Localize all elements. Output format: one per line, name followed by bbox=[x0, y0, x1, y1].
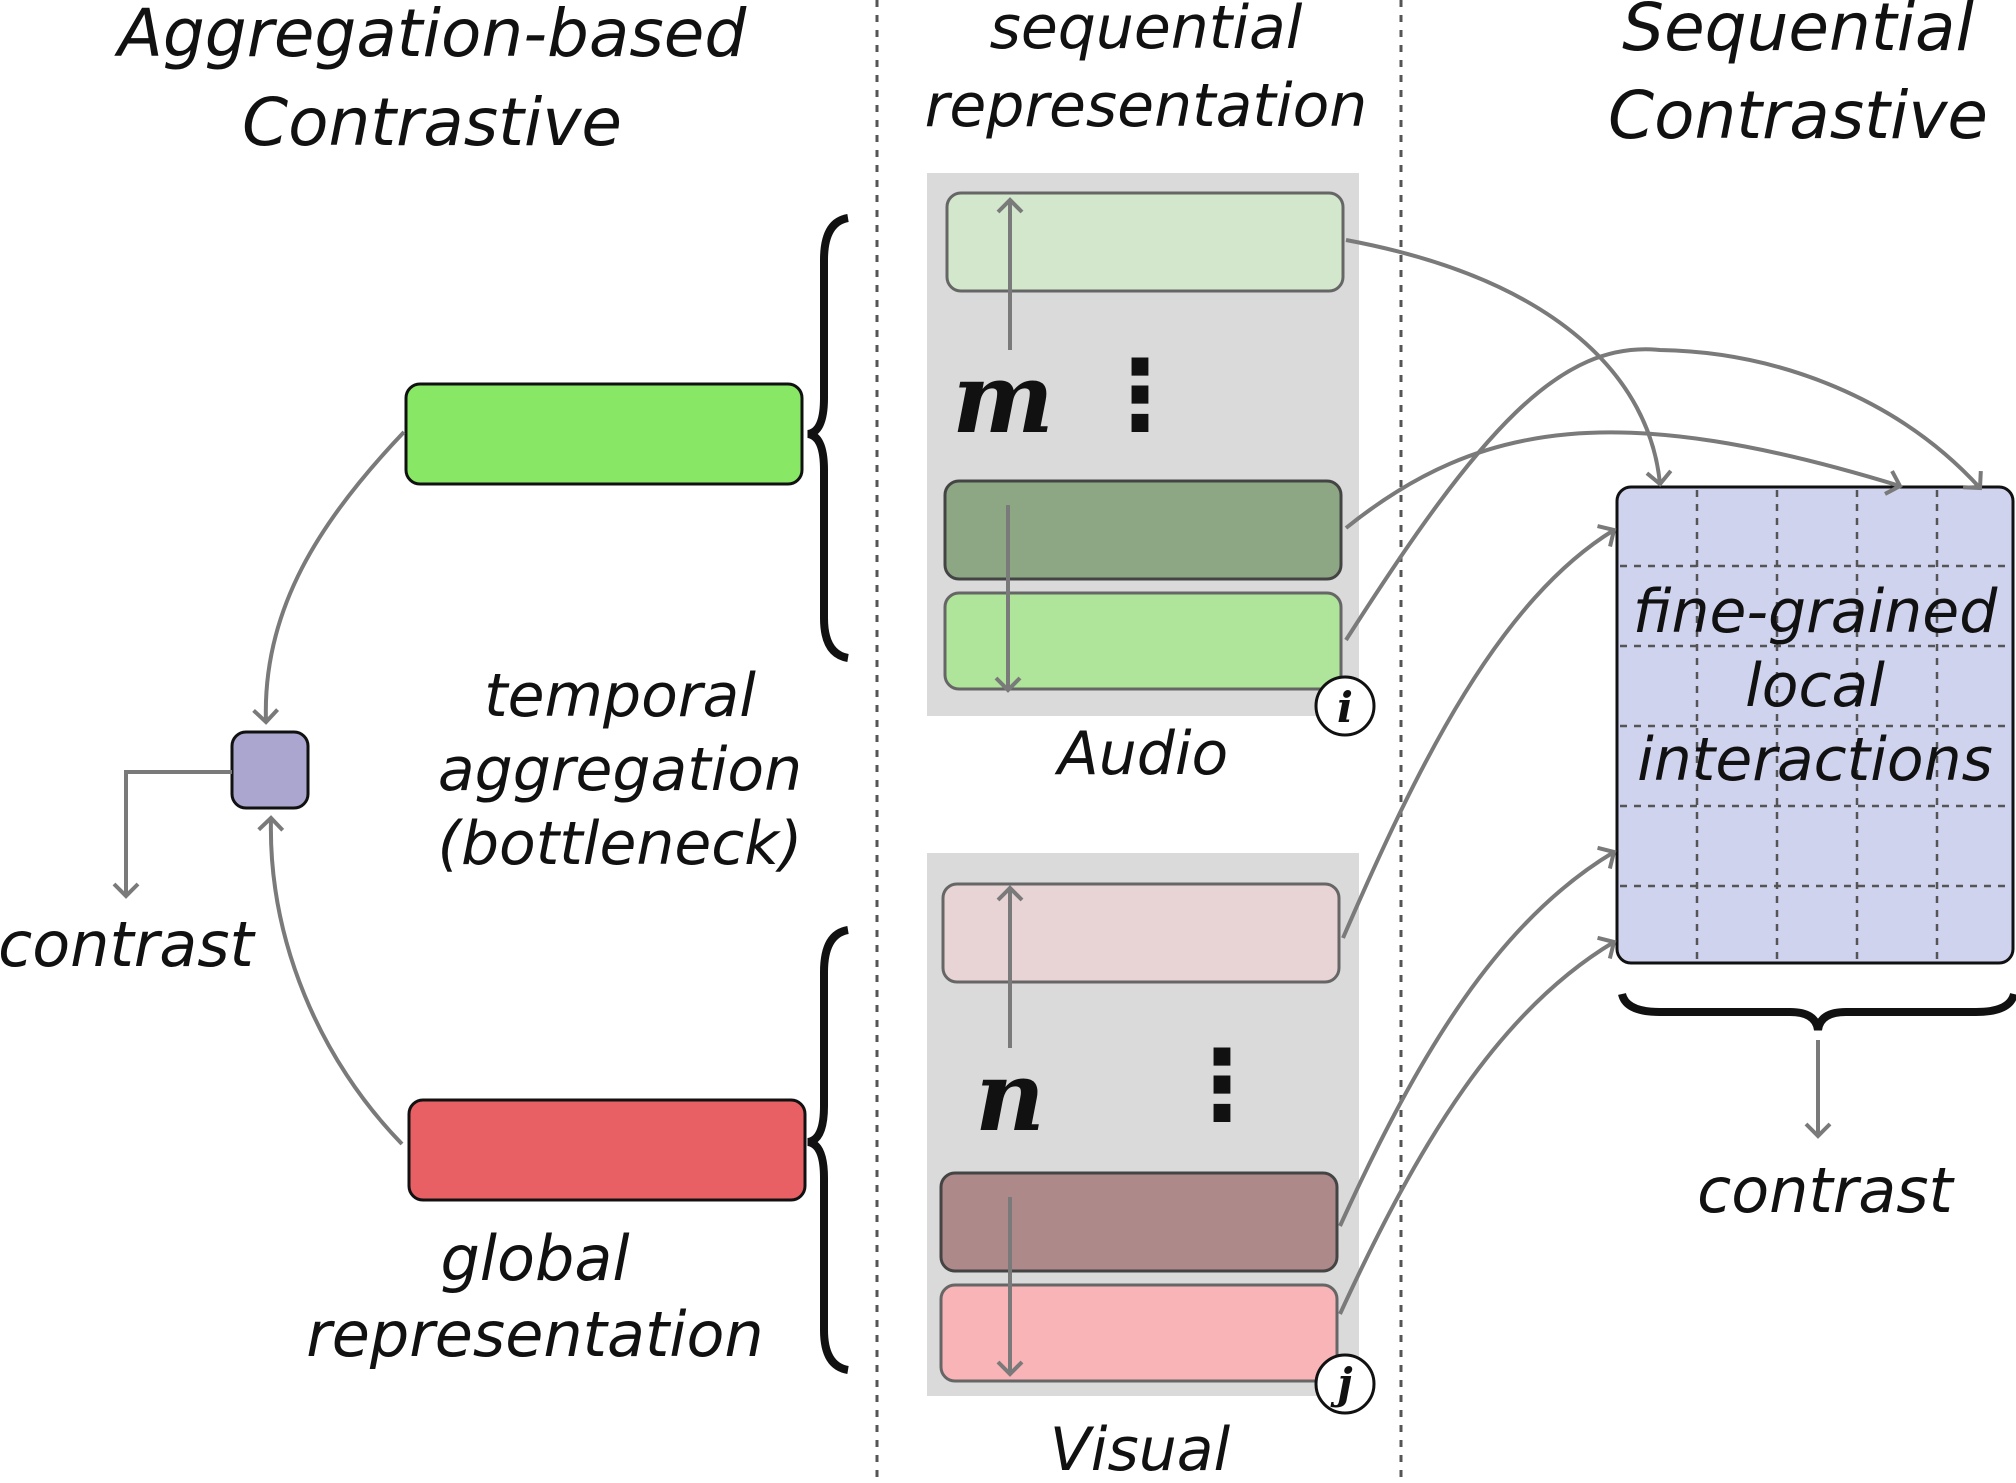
audio-token-first bbox=[945, 191, 1345, 293]
audio-dark-to-matrix-arrow bbox=[1344, 430, 1903, 530]
aggregation-label-line1: temporal bbox=[484, 661, 756, 731]
visual-brace bbox=[806, 926, 850, 1374]
left-contrast-label: contrast bbox=[0, 908, 257, 981]
aggregation-label-line3: (bottleneck) bbox=[438, 809, 803, 879]
visual-dark-to-matrix-arrow bbox=[1338, 845, 1617, 1227]
global-representation-line2: representation bbox=[306, 1298, 763, 1371]
audio-token-last bbox=[943, 591, 1343, 691]
audio-to-contrast-arrow bbox=[252, 430, 406, 725]
audio-index-label: i bbox=[1337, 683, 1353, 732]
visual-last-to-matrix-arrow bbox=[1338, 935, 1617, 1315]
left-contrast-output-arrow bbox=[112, 770, 232, 899]
heading-left-line1: Aggregation-based bbox=[114, 0, 748, 72]
audio-token-dark bbox=[943, 479, 1343, 581]
heading-middle-line1: sequential bbox=[990, 0, 1303, 63]
heading-right-line2: Contrastive bbox=[1608, 77, 1988, 154]
visual-global-representation bbox=[407, 1098, 807, 1202]
visual-index-badge bbox=[1314, 1353, 1376, 1415]
aggregation-label-line2: aggregation bbox=[438, 735, 802, 805]
audio-modality-label: Audio bbox=[1054, 719, 1229, 789]
visual-ellipsis: ⋮ bbox=[1174, 1029, 1270, 1141]
matrix-label-line1: fine-grained bbox=[1633, 577, 1998, 647]
audio-index-badge bbox=[1314, 675, 1376, 737]
heading-right-line1: Sequential bbox=[1622, 0, 1974, 66]
audio-ellipsis: ⋮ bbox=[1092, 339, 1188, 451]
audio-last-to-matrix-arrow bbox=[1344, 347, 1983, 642]
visual-token-dark bbox=[939, 1171, 1339, 1273]
matrix-box bbox=[1615, 485, 2015, 965]
audio-first-to-matrix-arrow bbox=[1345, 238, 1673, 487]
matrix-brace bbox=[1618, 992, 2016, 1031]
contrast-node bbox=[230, 730, 310, 810]
visual-to-contrast-arrow bbox=[257, 815, 404, 1146]
interaction-matrix: fine-grained local interactions bbox=[1615, 485, 2015, 965]
matrix-label-line3: interactions bbox=[1637, 725, 1993, 795]
visual-length-symbol: n bbox=[975, 1040, 1045, 1153]
visual-token-last bbox=[939, 1283, 1339, 1383]
matrix-label-line2: local bbox=[1745, 651, 1885, 721]
visual-token-first bbox=[941, 882, 1341, 984]
audio-global-representation bbox=[404, 382, 804, 486]
audio-brace bbox=[806, 214, 850, 662]
heading-left-line2: Contrastive bbox=[242, 84, 622, 161]
global-representation-line1: global bbox=[440, 1222, 629, 1295]
audio-length-symbol: m bbox=[952, 342, 1054, 455]
heading-middle-line2: representation bbox=[925, 71, 1368, 141]
right-contrast-label: contrast bbox=[1697, 1154, 1955, 1227]
visual-first-to-matrix-arrow bbox=[1341, 524, 1617, 939]
visual-modality-label: Visual bbox=[1050, 1415, 1231, 1483]
